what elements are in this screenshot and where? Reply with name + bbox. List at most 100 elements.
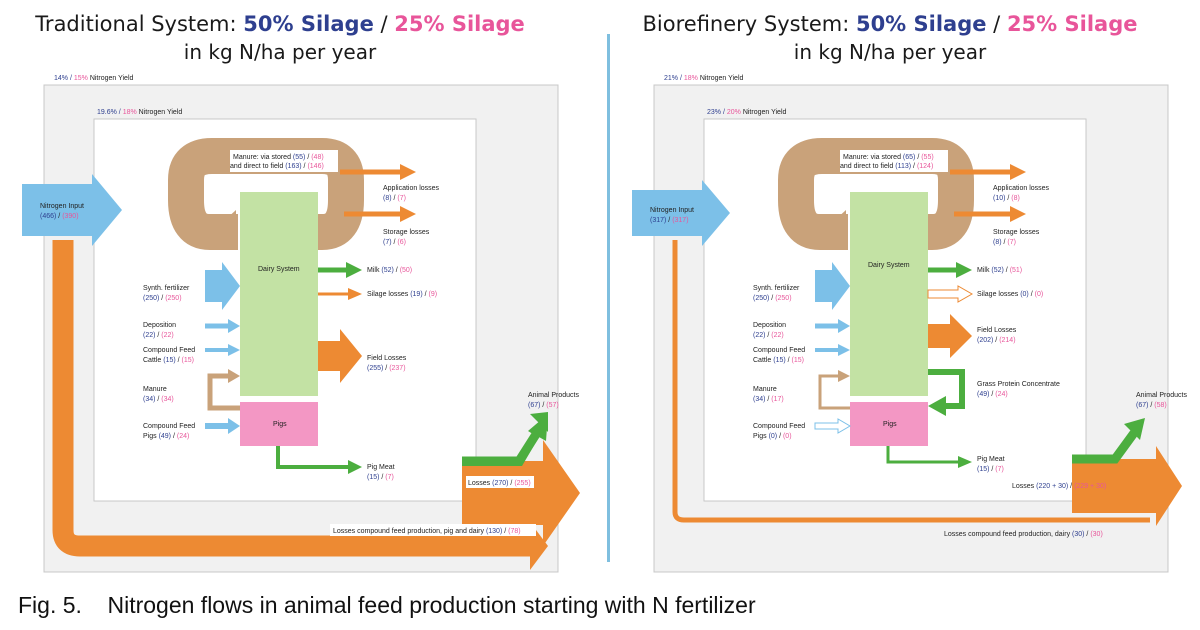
- grass-protein-label: Grass Protein Concentrate: [977, 381, 1060, 388]
- svg-text:and direct to field (163) / (1: and direct to field (163) / (146): [230, 163, 324, 170]
- application-losses-arrow: [400, 164, 416, 180]
- dairy-system-box: [240, 192, 318, 396]
- panel-title: Biorefinery System: 50% Silage / 25% Sil…: [642, 12, 1138, 36]
- figure-caption-text: Nitrogen flows in animal feed production…: [107, 592, 756, 618]
- silage-losses-label: Silage losses (0) / (0): [977, 291, 1043, 298]
- nitrogen-input-values: (466) / (390): [40, 213, 79, 220]
- pig-meat-arrow: [958, 456, 972, 468]
- manure-pig-loop: [207, 373, 240, 411]
- losses-label: Losses (220 + 30) / (229 + 30): [1012, 483, 1106, 490]
- compound-feed-cattle-arrow: [838, 344, 850, 356]
- pigs-box: [240, 402, 318, 446]
- field-losses-arrow: [318, 329, 362, 383]
- milk-label: Milk (52) / (51): [977, 267, 1022, 274]
- manure-pig-loop: [818, 374, 850, 410]
- nitrogen-flow-diagram: 14% / 15% Nitrogen Yield 19.6% / 18% Nit…: [22, 75, 580, 573]
- compound-feed-cattle-label: Compound Feed: [143, 347, 195, 354]
- svg-text:(250) / (250): (250) / (250): [753, 295, 792, 302]
- figure-number: Fig. 5.: [18, 592, 82, 618]
- nitrogen-input-label: Nitrogen Input: [650, 207, 694, 214]
- compound-feed-pigs-label: Compound Feed: [143, 423, 195, 430]
- animal-products-label: Animal Products: [1136, 392, 1187, 399]
- synth-fertilizer-label: Synth. fertilizer: [143, 285, 190, 292]
- milk-arrow: [956, 262, 972, 278]
- synth-fertilizer-label: Synth. fertilizer: [753, 285, 800, 292]
- pig-meat-arrow: [348, 460, 362, 474]
- losses-compound-flow: [52, 240, 530, 557]
- panel-title: Traditional System: 50% Silage / 25% Sil…: [35, 12, 525, 36]
- svg-text:(34) / (17): (34) / (17): [753, 396, 784, 403]
- svg-text:(22) / (22): (22) / (22): [143, 332, 174, 339]
- silage-losses-label: Silage losses (19) / (9): [367, 291, 437, 298]
- compound-feed-pigs-arrow: [228, 418, 240, 434]
- inner-nitrogen-yield: 23% / 20% Nitrogen Yield: [707, 109, 787, 116]
- losses-compound-label: Losses compound feed production, dairy (…: [944, 531, 1103, 538]
- nitrogen-input-arrow: [632, 180, 730, 246]
- svg-text:Pigs (49) / (24): Pigs (49) / (24): [143, 433, 189, 440]
- svg-text:Cattle (15) / (15): Cattle (15) / (15): [753, 357, 804, 364]
- losses-arrow: [1072, 446, 1182, 526]
- panel-subtitle: in kg N/ha per year: [793, 40, 987, 64]
- pig-meat-label: Pig Meat: [977, 456, 1005, 463]
- silage-losses-arrow: [348, 288, 362, 300]
- deposition-label: Deposition: [143, 322, 176, 329]
- deposition-arrow: [228, 319, 240, 333]
- svg-text:(67) / (57): (67) / (57): [528, 402, 559, 409]
- svg-text:(202) / (214): (202) / (214): [977, 337, 1016, 344]
- dairy-system-label: Dairy System: [868, 262, 910, 269]
- inner-nitrogen-yield: 19.6% / 18% Nitrogen Yield: [97, 109, 182, 116]
- milk-arrow: [346, 262, 362, 278]
- figure-caption: Fig. 5. Nitrogen flows in animal feed pr…: [18, 592, 756, 619]
- losses-compound-label: Losses compound feed production, pig and…: [333, 528, 521, 535]
- manure-loop-label: Manure: via stored (55) / (48): [233, 154, 324, 161]
- silage-losses-arrow: [927, 285, 974, 303]
- field-losses-label: Field Losses: [367, 355, 407, 362]
- field-losses-arrow: [928, 314, 972, 358]
- panel-separator: [607, 34, 610, 562]
- pigs-box: [850, 402, 928, 446]
- svg-text:Cattle (15) / (15): Cattle (15) / (15): [143, 357, 194, 364]
- svg-text:(10) / (8): (10) / (8): [993, 195, 1020, 202]
- field-losses-label: Field Losses: [977, 327, 1017, 334]
- svg-text:and direct to field (113) / (1: and direct to field (113) / (124): [840, 163, 933, 170]
- nitrogen-input-label: Nitrogen Input: [40, 203, 84, 210]
- nitrogen-flow-diagram: 21% / 18% Nitrogen Yield 23% / 20% Nitro…: [632, 75, 1187, 573]
- outer-nitrogen-yield: 21% / 18% Nitrogen Yield: [664, 75, 744, 82]
- svg-text:(49) / (24): (49) / (24): [977, 391, 1008, 398]
- pigs-label: Pigs: [883, 421, 897, 428]
- animal-products-arrow: [1072, 430, 1138, 464]
- pig-meat-label: Pig Meat: [367, 464, 395, 471]
- manure-loop-label: Manure: via stored (65) / (55): [843, 154, 934, 161]
- synth-fertilizer-arrow: [205, 262, 240, 310]
- storage-losses-arrow: [1010, 206, 1026, 222]
- svg-text:(7) / (6): (7) / (6): [383, 239, 406, 246]
- svg-text:(67) / (58): (67) / (58): [1136, 402, 1167, 409]
- manure-label: Manure: [753, 386, 777, 393]
- manure-label: Manure: [143, 386, 167, 393]
- deposition-label: Deposition: [753, 322, 786, 329]
- storage-losses-arrow: [400, 206, 416, 222]
- grass-protein-loop: [928, 369, 965, 409]
- svg-text:(15) / (7): (15) / (7): [977, 466, 1004, 473]
- compound-feed-pigs-label: Compound Feed: [753, 423, 805, 430]
- losses-compound-flow: [672, 240, 1150, 523]
- outer-nitrogen-yield: 14% / 15% Nitrogen Yield: [54, 75, 134, 82]
- panel-subtitle: in kg N/ha per year: [183, 40, 377, 64]
- svg-text:(15) / (7): (15) / (7): [367, 474, 394, 481]
- svg-text:(250) / (250): (250) / (250): [143, 295, 182, 302]
- svg-text:Pigs (0) / (0): Pigs (0) / (0): [753, 433, 792, 440]
- nitrogen-input-values: (317) / (317): [650, 217, 689, 224]
- svg-text:(255) / (237): (255) / (237): [367, 365, 406, 372]
- storage-losses-label: Storage losses: [383, 229, 430, 236]
- biorefinery-system-panel: Biorefinery System: 50% Silage / 25% Sil…: [610, 0, 1200, 578]
- losses-label: Losses (270) / (255): [468, 480, 531, 487]
- dairy-system-label: Dairy System: [258, 266, 300, 273]
- losses-arrow: [462, 440, 580, 546]
- application-losses-label: Application losses: [383, 185, 440, 192]
- svg-text:(8) / (7): (8) / (7): [383, 195, 406, 202]
- application-losses-label: Application losses: [993, 185, 1050, 192]
- storage-losses-label: Storage losses: [993, 229, 1040, 236]
- animal-products-label: Animal Products: [528, 392, 579, 399]
- pigs-label: Pigs: [273, 421, 287, 428]
- deposition-arrow: [838, 319, 850, 333]
